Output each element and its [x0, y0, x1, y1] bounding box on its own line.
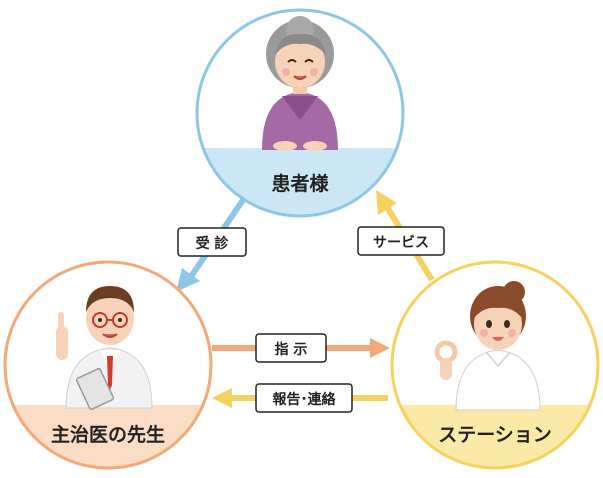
doctor-ring	[3, 260, 213, 470]
tag-instruct-label: 指 示	[275, 341, 308, 358]
node-doctor: 主治医の先生	[3, 260, 213, 470]
patient-ring	[195, 8, 405, 218]
tag-report: 報告･連絡	[255, 383, 353, 413]
tag-report-label: 報告･連絡	[273, 391, 337, 408]
tag-consult: 受 診	[177, 227, 247, 257]
node-station: ステーション	[390, 260, 600, 470]
doctor-label: 主治医の先生	[51, 423, 165, 446]
nurse-icon	[434, 281, 541, 411]
tag-instruct: 指 示	[255, 333, 327, 363]
elderly-woman-icon	[262, 16, 338, 151]
tag-service-label: サービス	[373, 235, 429, 251]
tag-consult-label: 受 診	[196, 235, 230, 252]
doctor-icon	[56, 286, 153, 410]
station-ring	[390, 260, 600, 470]
station-label: ステーション	[438, 424, 552, 446]
patient-label: 患者様	[271, 172, 329, 195]
tag-service: サービス	[357, 226, 445, 256]
